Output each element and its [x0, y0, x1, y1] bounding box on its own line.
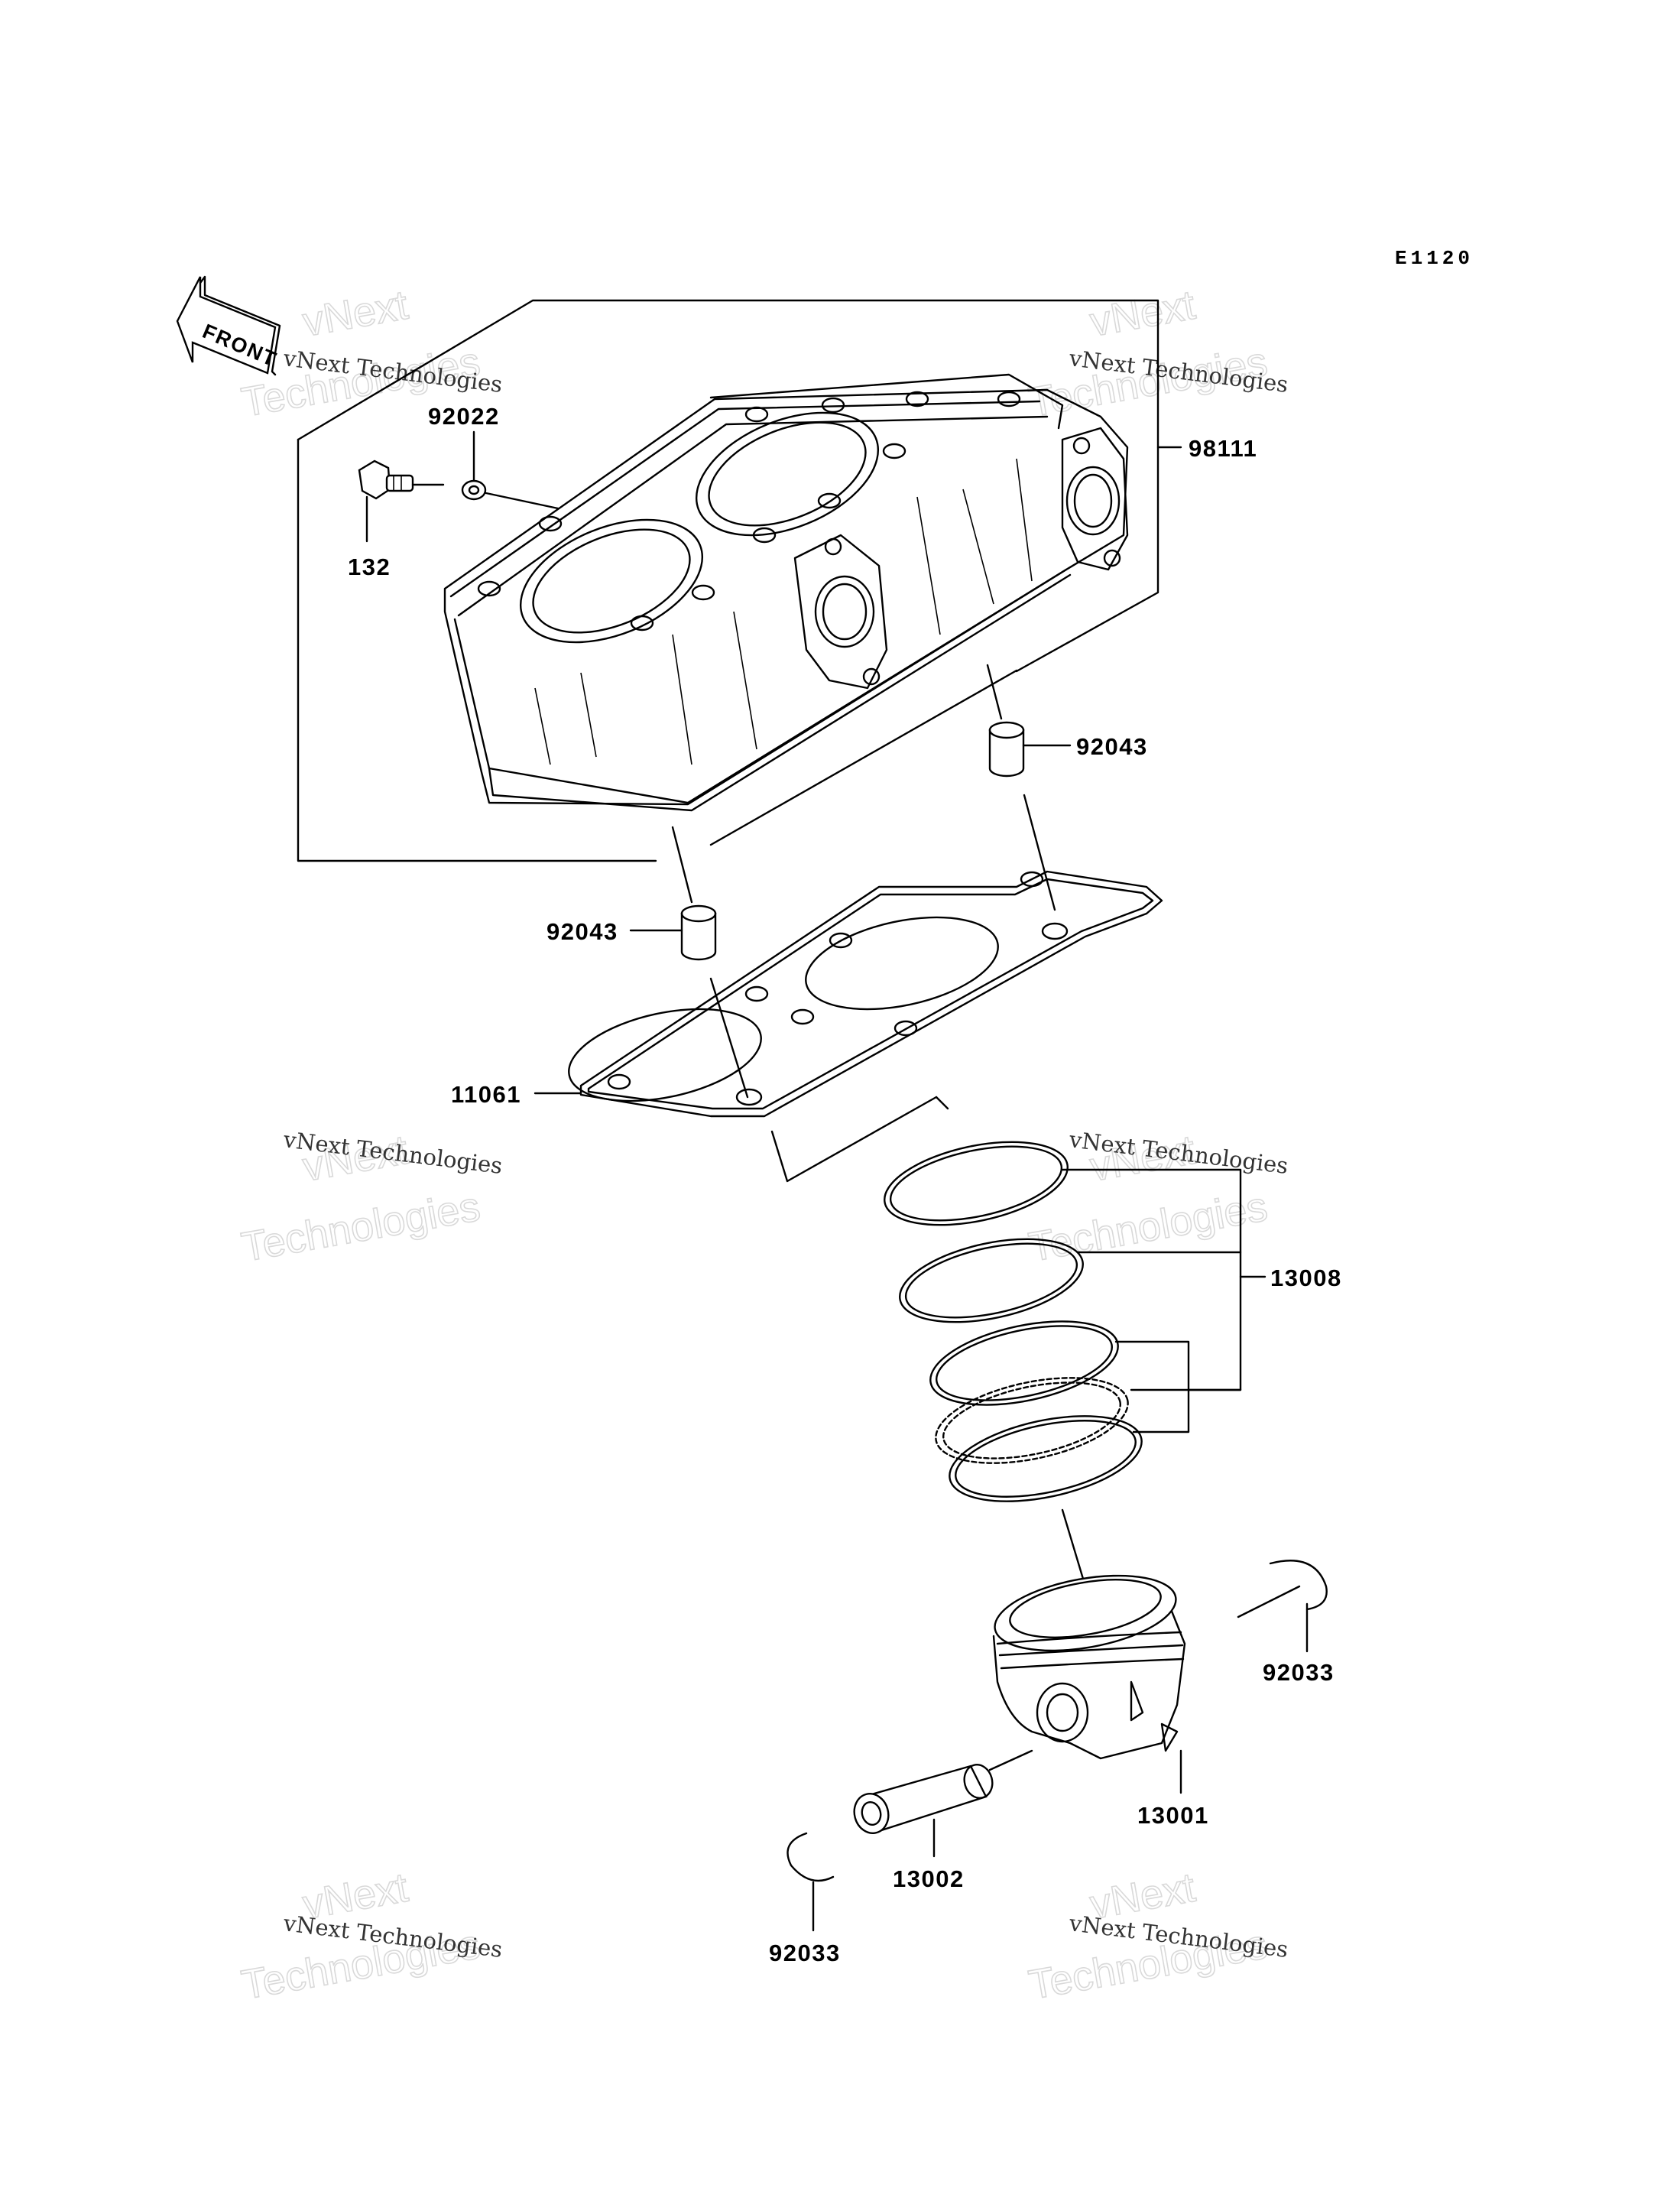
front-arrow-icon: FRONT [176, 275, 281, 376]
cylinder-group-bracket-bottom [297, 438, 657, 862]
label-13001: 13001 [1137, 1802, 1209, 1829]
head-gasket-11061 [568, 870, 1163, 1118]
washer-92022 [461, 479, 487, 501]
watermark-mid-right: vNext Technologies vNext Technologies [1025, 1126, 1289, 1271]
circlip-92033-right [1269, 1560, 1328, 1611]
piston-pin-13002 [853, 1764, 994, 1834]
svg-text:vNext: vNext [1087, 282, 1198, 346]
piston-13001 [992, 1574, 1186, 1760]
dowel-pin-92043-lower [680, 904, 717, 961]
svg-text:vNext: vNext [300, 282, 411, 346]
piston-group-bracket [770, 1096, 938, 1183]
label-92033-right: 92033 [1263, 1659, 1335, 1686]
cylinder-group-bracket [297, 299, 1159, 673]
watermark-mid-left: vNext Technologies vNext Technologies [238, 1126, 504, 1271]
label-92043-upper: 92043 [1076, 733, 1148, 760]
bolt-132 [358, 459, 414, 500]
label-98111: 98111 [1189, 435, 1257, 462]
watermark-bottom-left: vNext Technologies vNext Technologies [238, 1864, 504, 2009]
cylinder-block [443, 373, 1129, 812]
label-132: 132 [348, 554, 391, 580]
label-13002: 13002 [893, 1865, 965, 1892]
label-92033-left: 92033 [769, 1940, 841, 1966]
circlip-92033-left [786, 1832, 835, 1882]
diagram-code: E1120 [1395, 247, 1474, 270]
label-13008: 13008 [1270, 1265, 1342, 1291]
label-92022: 92022 [428, 403, 500, 430]
svg-text:Technologies: Technologies [238, 1183, 484, 1271]
label-92043-lower: 92043 [546, 918, 618, 945]
svg-text:Technologies: Technologies [1026, 1183, 1271, 1271]
piston-ring-set-13008 [884, 1141, 1143, 1502]
watermark-bottom-right: vNext Technologies vNext Technologies [1025, 1864, 1289, 2009]
label-11061: 11061 [451, 1081, 521, 1108]
dowel-pin-92043-upper [988, 721, 1025, 778]
